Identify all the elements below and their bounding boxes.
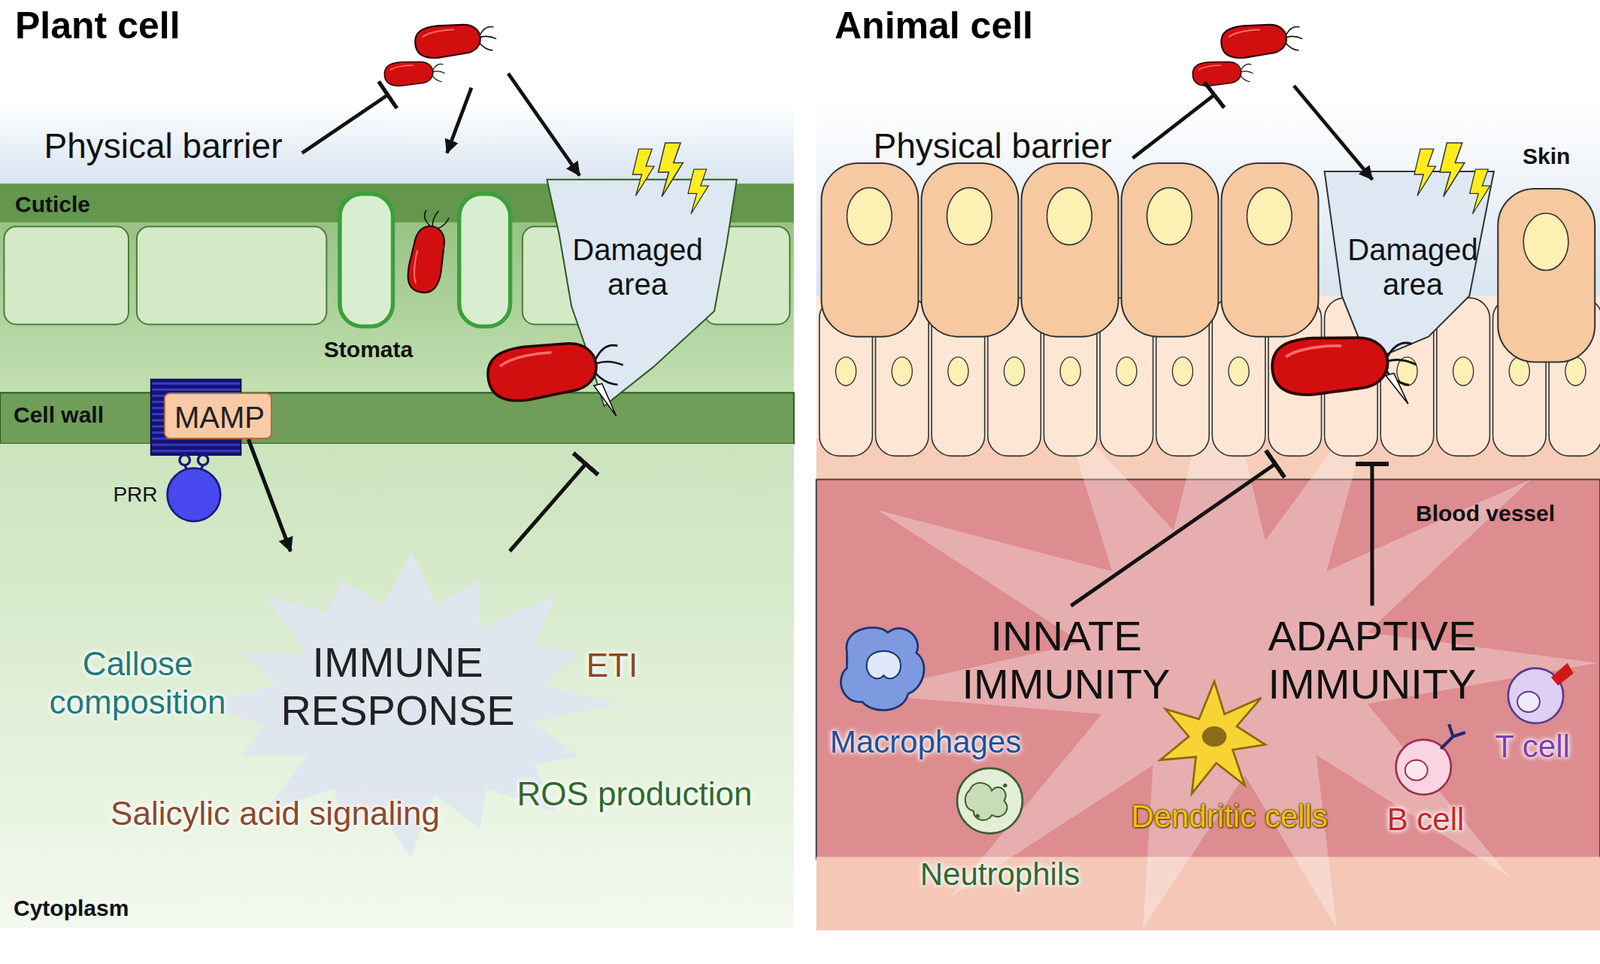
- entry-arrow: [508, 73, 580, 176]
- dendritic-cell-icon: [1202, 726, 1228, 747]
- cell-type-label: Dendritic cells: [1130, 798, 1328, 835]
- damage-bolt: [1414, 142, 1491, 215]
- layer-label: Cytoplasm: [13, 895, 129, 922]
- macrophage-icon: [840, 627, 925, 711]
- layer-label: Blood vessel: [1415, 500, 1555, 528]
- secretion-needle: [1385, 373, 1409, 405]
- guard-cell: [339, 193, 394, 327]
- b-cell-icon: [1440, 724, 1466, 749]
- b-cell-icon: [1396, 724, 1466, 795]
- secretion-needle: [593, 383, 617, 416]
- damage-bolt: [1414, 148, 1437, 196]
- bacterium: [1191, 59, 1254, 88]
- t-cell-icon: [1551, 663, 1574, 686]
- skin-cell: [1497, 188, 1595, 363]
- plant-background: [0, 392, 794, 444]
- t-cell-icon: [1508, 663, 1574, 724]
- immunity-label: ADAPTIVE IMMUNITY: [1259, 612, 1485, 710]
- skin-cell: [1221, 163, 1319, 337]
- panel-heading: Animal cell: [834, 4, 1034, 49]
- epidermal-cell: [136, 226, 327, 325]
- damage-bolt: [632, 142, 709, 215]
- damaged-area: Damaged area: [1248, 229, 1504, 464]
- t-cell-icon: [1517, 691, 1540, 713]
- response-label: ROS production: [516, 775, 752, 814]
- neutrophil-icon: [965, 782, 1008, 821]
- entry-arrow: [446, 73, 579, 176]
- receptor-stem: [197, 454, 209, 466]
- guard-cell: [339, 193, 511, 327]
- panel-heading: Plant cell: [15, 4, 181, 49]
- guard-cell: [459, 193, 511, 327]
- macrophage-icon: [840, 627, 925, 711]
- entry-arrow: [1293, 85, 1373, 180]
- cell-type-label: Macrophages: [830, 724, 1022, 761]
- skin-cell: [1121, 163, 1219, 337]
- damage-bolt: [632, 148, 655, 196]
- response-label: Callose composition: [45, 645, 231, 722]
- animal-background: [816, 857, 1600, 931]
- neutrophil-icon: [957, 768, 1023, 834]
- cell-type-label: Neutrophils: [920, 856, 1080, 893]
- entry-arrow: [446, 87, 472, 154]
- skin-cell: [821, 163, 919, 337]
- bacterium: [404, 207, 452, 296]
- skin-cell: [819, 163, 1600, 456]
- damage-bolt: [687, 169, 709, 214]
- receptor-stem: [179, 454, 191, 466]
- cell-type-label: B cell: [1387, 801, 1465, 838]
- cell-type-label: T cell: [1494, 728, 1570, 765]
- b-cell-icon: [1405, 760, 1428, 781]
- skin-cell: [921, 163, 1019, 337]
- damaged-area-label: Damaged area: [562, 232, 713, 302]
- wound: [1324, 171, 1494, 358]
- receptor-circle: [167, 468, 222, 522]
- neutrophil-icon: [975, 814, 979, 819]
- response-label: Salicylic acid signaling: [110, 794, 440, 834]
- bacterium: [413, 19, 498, 60]
- bacterium: [1219, 19, 1304, 60]
- layer-label: Cell wall: [13, 402, 104, 429]
- immunity-box: ADAPTIVE IMMUNITY: [1251, 606, 1493, 716]
- dendritic-cell-icon: [1160, 681, 1266, 794]
- damage-bolt: [1469, 169, 1491, 214]
- inhibition-connector: [509, 463, 586, 552]
- barrier-label: Physical barrier: [873, 126, 1113, 167]
- damage-bolt: [657, 142, 683, 197]
- macrophage-icon: [866, 651, 901, 679]
- layer-label: Skin: [1522, 143, 1570, 170]
- dendritic-cell-icon: [1160, 681, 1266, 794]
- epidermal-cell: [3, 226, 129, 325]
- damaged-area: Damaged area: [551, 229, 725, 464]
- layer-label: Cuticle: [15, 191, 91, 219]
- inhibition-line: [1132, 94, 1215, 158]
- plant-background: [0, 102, 794, 929]
- activation-arrow: [248, 439, 291, 552]
- neutrophil-icon: [957, 768, 1023, 834]
- immunity-label: INNATE IMMUNITY: [953, 612, 1179, 710]
- immune-response-label: IMMUNE RESPONSE: [273, 638, 522, 736]
- barrier-label: Physical barrier: [44, 126, 283, 167]
- skin-cell: [1021, 163, 1119, 337]
- inhibition-connector: [1369, 463, 1374, 607]
- mamp-box: MAMP: [163, 392, 273, 440]
- animal-background: [816, 102, 1600, 931]
- receptor-label: PRR: [112, 482, 158, 507]
- damaged-area-label: Damaged area: [1337, 232, 1488, 302]
- damage-bolt: [1439, 142, 1465, 197]
- bacterium: [383, 59, 446, 88]
- immunity-box: INNATE IMMUNITY: [945, 606, 1187, 716]
- mamp-label: MAMP: [174, 400, 265, 435]
- plant-background: [0, 443, 794, 928]
- response-label: ETI: [586, 646, 638, 685]
- neutrophil-icon: [1003, 783, 1007, 788]
- inhibition-line: [302, 94, 388, 153]
- stomata-label: Stomata: [324, 336, 413, 364]
- inhibition-connector: [1070, 463, 1276, 607]
